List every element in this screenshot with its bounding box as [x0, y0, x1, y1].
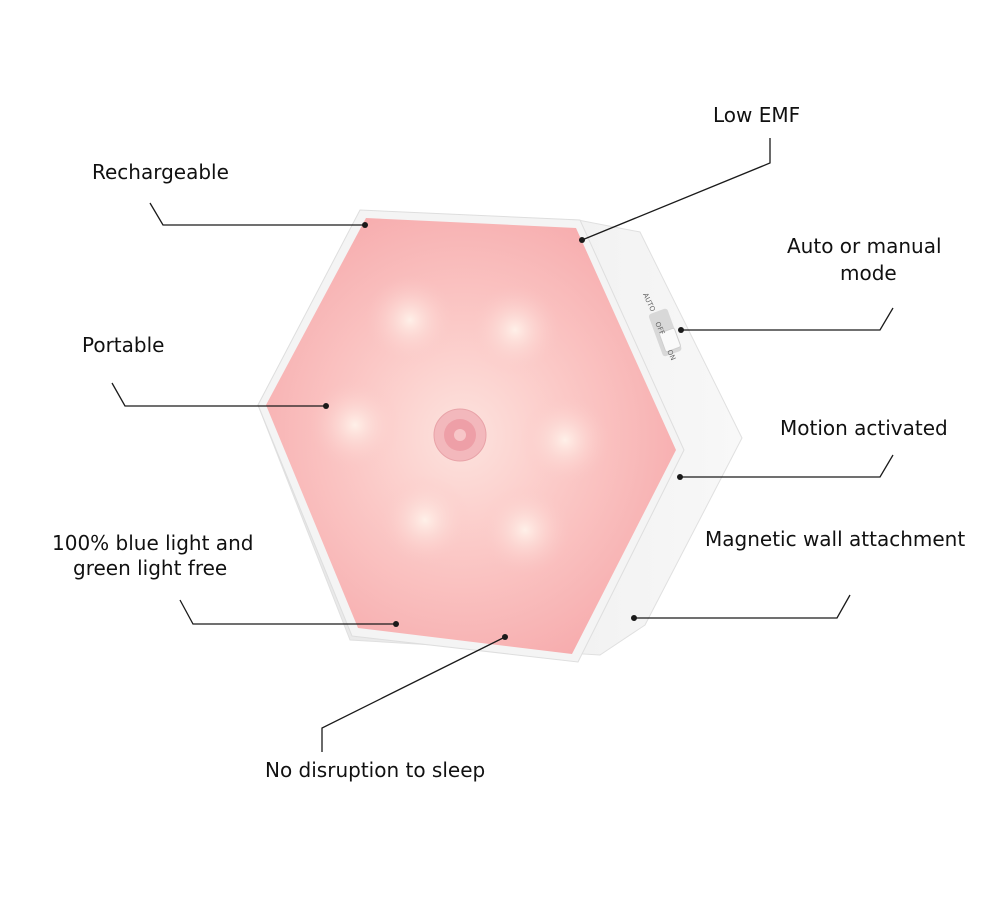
svg-text:Magnetic wall attachment: Magnetic wall attachment — [705, 527, 965, 551]
callout-magnetic: Magnetic wall attachment — [631, 527, 965, 621]
svg-text:green light free: green light free — [73, 556, 227, 580]
callout-blue-light-free: 100% blue light and green light free — [52, 531, 399, 627]
svg-text:Portable: Portable — [82, 333, 164, 357]
svg-text:mode: mode — [840, 261, 897, 285]
switch-label-on: ON — [665, 349, 677, 362]
callout-no-disruption: No disruption to sleep — [265, 634, 508, 782]
svg-text:Motion activated: Motion activated — [780, 416, 948, 440]
svg-text:100% blue light and: 100% blue light and — [52, 531, 253, 555]
svg-text:Low EMF: Low EMF — [713, 103, 800, 127]
svg-text:Auto or manual: Auto or manual — [787, 234, 942, 258]
svg-text:Rechargeable: Rechargeable — [92, 160, 229, 184]
led-glows — [310, 275, 610, 575]
night-light-product: AUTO OFF ON — [257, 209, 743, 663]
callout-low-emf: Low EMF — [579, 103, 800, 243]
callout-rechargeable: Rechargeable — [92, 160, 368, 228]
callout-auto-manual: Auto or manual mode — [678, 234, 942, 333]
svg-text:No disruption to sleep: No disruption to sleep — [265, 758, 485, 782]
motion-sensor-icon — [433, 408, 487, 462]
callout-portable: Portable — [82, 333, 329, 409]
callout-motion-activated: Motion activated — [677, 416, 948, 480]
